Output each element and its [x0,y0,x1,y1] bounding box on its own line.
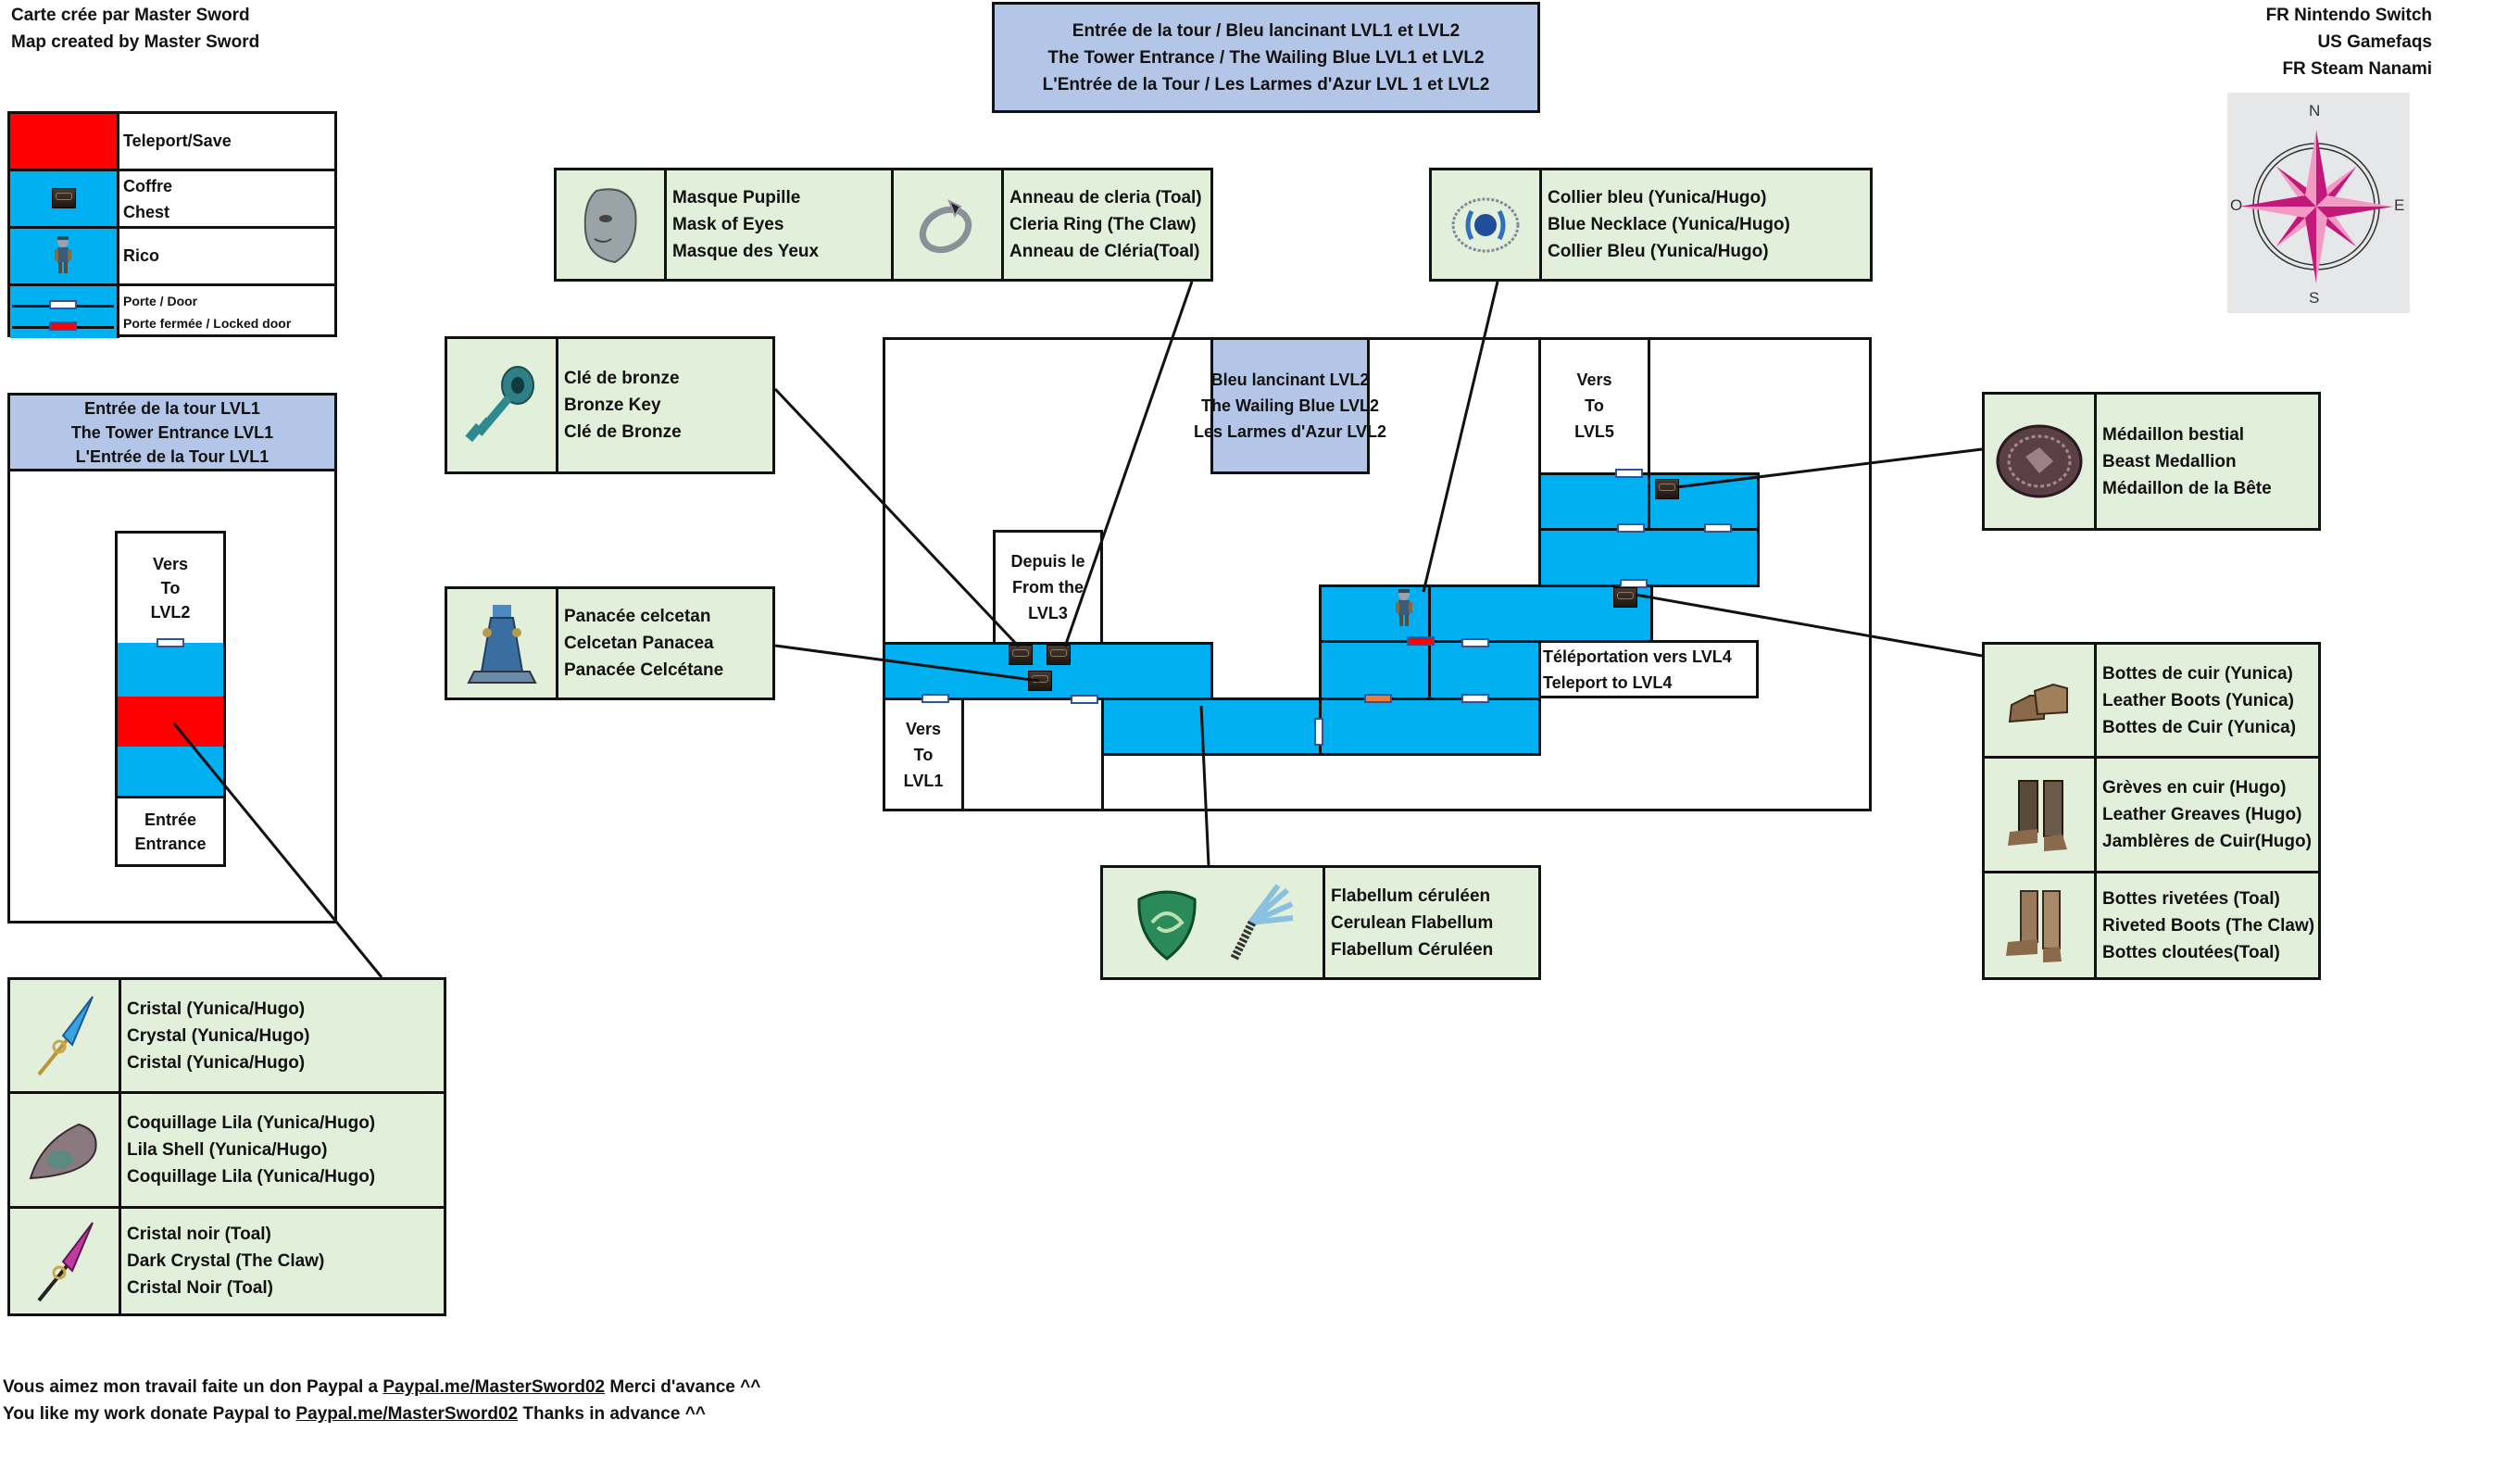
item-box-panacea: Panacée celcetan Celcetan Panacea Panacé… [445,586,775,700]
lvl1-entrance[interactable]: Entrée Entrance [115,796,226,867]
door[interactable] [1314,718,1323,746]
item-box-medallion: Médaillon bestial Beast Medallion Médail… [1982,392,2321,531]
item-boots-toal: Bottes rivetées (Toal) Riveted Boots (Th… [1985,873,2318,977]
lvl2-header: Bleu lancinant LVL2 The Wailing Blue LVL… [1194,337,1386,474]
source-gamefaqs: US Gamefaqs [2317,32,2432,52]
dark-crystal-icon [36,1221,94,1301]
necklace-icon [1451,197,1520,252]
medallion-icon [1996,424,2083,498]
rico-icon[interactable] [1394,587,1414,628]
chest-cleria-ring[interactable] [1047,645,1071,665]
title-fr-steam: L'Entrée de la Tour / Les Larmes d'Azur … [1042,74,1490,94]
to-lvl5[interactable]: Vers To LVL5 [1538,337,1650,474]
door[interactable] [1704,523,1732,533]
lvl1-door[interactable] [157,638,184,647]
compass-west: O [2230,196,2243,214]
credit-en: Map created by Master Sword [11,32,260,52]
crystal-icon [36,996,94,1076]
lvl2-room-central-south [1428,640,1541,700]
teleport-swatch [10,114,119,169]
item-shell: Coquillage Lila (Yunica/Hugo) Lila Shell… [10,1094,444,1209]
key-icon [464,365,534,442]
source-switch: FR Nintendo Switch [2265,6,2432,25]
door[interactable] [1461,638,1489,647]
legend-rico: Rico [10,229,334,286]
ring-icon [919,198,972,253]
orange-door[interactable] [1364,694,1392,703]
lvl2-room-south-east [1319,697,1541,756]
item-boots-yunica: Bottes de cuir (Yunica) Leather Boots (Y… [1985,645,2318,759]
item-dark-crystal: Cristal noir (Toal) Dark Crystal (The Cl… [10,1209,444,1313]
item-box-flabellum: Flabellum céruléen Cerulean Flabellum Fl… [1100,865,1541,980]
locked-door-icon [49,321,77,331]
lvl2-room-ne-1 [1538,472,1650,531]
lvl1-room-lower [115,747,226,798]
legend-doors: Porte / Door Porte fermée / Locked door [10,286,334,338]
door[interactable] [1461,694,1489,703]
source-steam: FR Steam Nanami [2282,59,2432,79]
chest-medallion[interactable] [1655,479,1679,499]
to-lvl1[interactable]: Vers To LVL1 [883,697,964,811]
boots-icon [2008,683,2068,723]
door[interactable] [1617,523,1645,533]
panacea-icon [466,604,537,684]
compass-south: S [2309,289,2320,307]
riveted-boots-icon [2006,890,2062,962]
compass-north: N [2309,102,2321,119]
title-fr: Entrée de la tour / Bleu lancinant LVL1 … [1072,20,1461,41]
door[interactable] [1071,695,1098,704]
footer-en: You like my work donate Paypal to Paypal… [3,1404,706,1424]
mask-icon [583,187,637,263]
title-en: The Tower Entrance / The Wailing Blue LV… [1047,47,1485,68]
from-lvl3[interactable]: Depuis le From the LVL3 [993,530,1103,645]
lvl1-teleport[interactable] [115,697,226,747]
door-icon [49,300,77,309]
greaves-icon [2008,779,2067,851]
paypal-link[interactable]: Paypal.me/MasterSword02 [295,1404,519,1424]
item-box-boots: Bottes de cuir (Yunica) Leather Boots (Y… [1982,642,2321,980]
item-box-crystals: Cristal (Yunica/Hugo) Crystal (Yunica/Hu… [7,977,446,1316]
teleport-to-lvl4[interactable]: Téléportation vers LVL4 Teleport to LVL4 [1538,640,1759,698]
chest-bronze-key[interactable] [1009,645,1033,665]
legend-chest: Coffre Chest [10,171,334,229]
rico-icon [55,236,71,273]
item-box-bronze-key: Clé de bronze Bronze Key Clé de Bronze [445,336,775,474]
chest-icon [52,188,76,208]
legend-teleport: Teleport/Save [10,114,334,171]
compass-rose: N S E O [2227,93,2410,313]
locked-door[interactable] [1407,636,1435,646]
legend: Teleport/Save Coffre Chest Rico Porte / [7,111,337,338]
lvl1-to-lvl2[interactable]: Vers To LVL2 [115,531,226,646]
compass-icon [2239,130,2393,283]
page-title: Entrée de la tour / Bleu lancinant LVL1 … [992,2,1540,113]
compass-east: E [2394,196,2405,214]
lvl2-room-south-west [1101,697,1322,756]
item-box-necklace: Collier bleu (Yunica/Hugo) Blue Necklace… [1429,168,1873,282]
lvl2-room-ne-3 [1538,528,1760,587]
flabellum-icon [1229,884,1293,962]
item-crystal: Cristal (Yunica/Hugo) Crystal (Yunica/Hu… [10,980,444,1094]
credit-fr: Carte crée par Master Sword [11,6,250,25]
lvl1-map: Entrée de la tour LVL1 The Tower Entranc… [7,393,337,923]
door[interactable] [921,694,949,703]
door[interactable] [1615,469,1643,478]
chest-boots[interactable] [1613,587,1637,608]
item-box-mask-ring: Masque Pupille Mask of Eyes Masque des Y… [554,168,1213,282]
footer: Vous aimez mon travail faite un don Payp… [3,1374,760,1427]
paypal-link[interactable]: Paypal.me/MasterSword02 [382,1377,606,1397]
chest-panacea[interactable] [1028,671,1052,691]
lvl1-header: Entrée de la tour LVL1 The Tower Entranc… [10,396,334,471]
shell-icon [29,1123,97,1179]
emblem-icon [1136,890,1197,961]
sources: FR Nintendo Switch US Gamefaqs FR Steam … [2204,2,2432,82]
credits: Carte crée par Master Sword Map created … [11,2,259,56]
item-greaves-hugo: Grèves en cuir (Hugo) Leather Greaves (H… [1985,759,2318,873]
footer-fr: Vous aimez mon travail faite un don Payp… [3,1377,761,1397]
lvl1-room-upper [115,643,226,697]
